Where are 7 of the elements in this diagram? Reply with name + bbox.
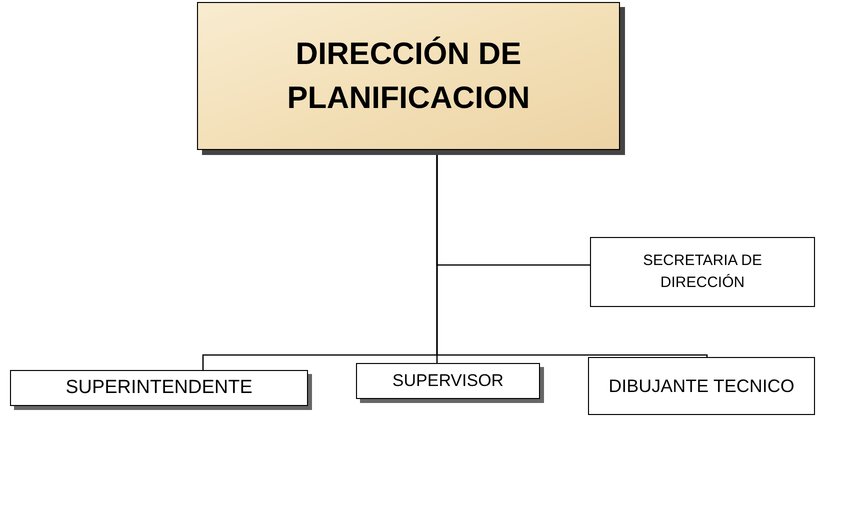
box-label: SUPERINTENDENTE [66, 376, 252, 400]
box-label: DIBUJANTE TECNICO [608, 375, 794, 398]
box-label: DIRECCIÓN DE PLANIFICACION [286, 35, 531, 117]
org-box [590, 237, 815, 307]
org-box [588, 357, 815, 415]
box-label: SECRETARIA DE DIRECCIÓN [642, 251, 763, 293]
box-label: SUPERVISOR [392, 370, 504, 392]
